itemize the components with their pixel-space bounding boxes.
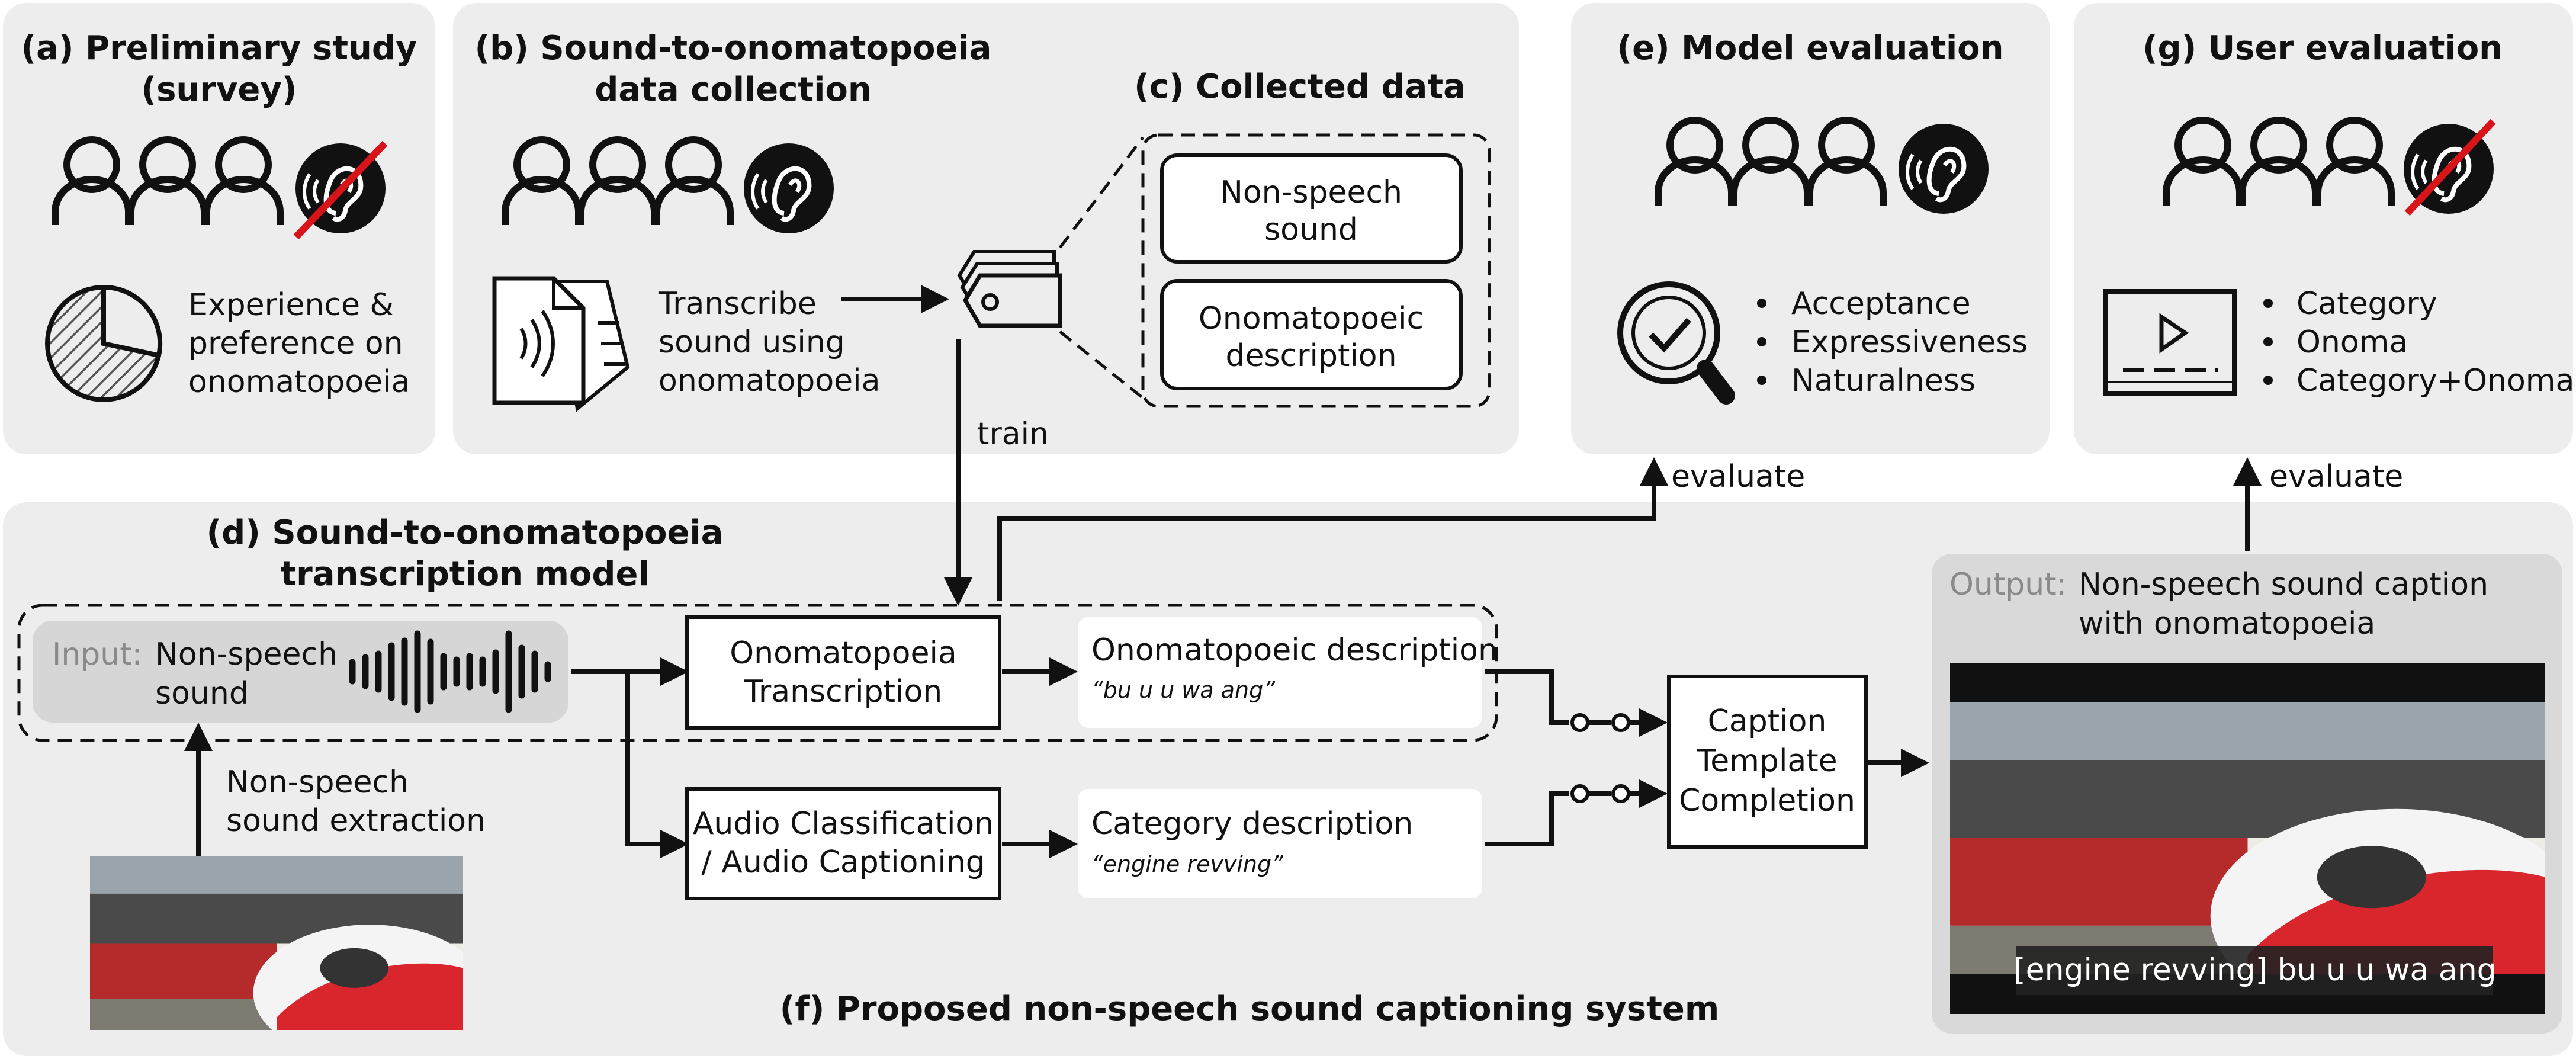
onomatopoeic-description-output xyxy=(1078,617,1482,728)
ear-icon xyxy=(1899,124,1989,214)
onoma-switch xyxy=(1485,669,1668,737)
panel-a-title-line2: (survey) xyxy=(142,70,297,109)
template-block-line3: Completion xyxy=(1679,783,1855,819)
user-condition-category: Category xyxy=(2296,286,2437,322)
eval-criterion-naturalness: Naturalness xyxy=(1791,363,1976,399)
video-player-icon xyxy=(2103,289,2237,396)
extraction-label-line1: Non-speech xyxy=(226,765,409,800)
panel-b-text-line1: Transcribe xyxy=(658,286,817,322)
input-label-line1: Non-speech xyxy=(155,637,338,672)
source-video-frame xyxy=(90,856,463,1030)
evaluate-model-arrow xyxy=(997,457,1668,601)
waveform-icon xyxy=(349,630,551,713)
audio-classification-block xyxy=(685,787,1001,900)
user-condition-category-onoma: Category+Onoma xyxy=(2296,363,2574,399)
category-description-output xyxy=(1078,789,1482,898)
extraction-label-line2: sound extraction xyxy=(226,803,486,839)
collected-box2-line2: description xyxy=(1225,338,1396,374)
panel-d-title-line1: (d) Sound-to-onomatopoeia xyxy=(207,514,724,552)
input-to-audio-arrow xyxy=(625,672,689,858)
audio-block-line2: / Audio Captioning xyxy=(701,845,985,880)
panel-b-title-line2: data collection xyxy=(595,70,871,109)
collected-box2-line1: Onomatopoeic xyxy=(1199,301,1424,336)
train-label: train xyxy=(977,416,1049,452)
collected-box1-line1: Non-speech xyxy=(1220,175,1402,210)
panel-g-background xyxy=(2074,3,2573,454)
output-label-line1: Non-speech sound caption xyxy=(2079,567,2488,602)
panel-d-title-line2: transcription model xyxy=(280,555,649,593)
deaf-ear-icon xyxy=(2404,118,2494,214)
panel-b-text-line2: sound using xyxy=(659,325,845,360)
onoma-desc-example: “bu u u wa ang” xyxy=(1091,677,1275,703)
panel-a-text-line3: onomatopoeia xyxy=(188,364,410,400)
magnifier-check-icon xyxy=(1617,281,1735,405)
collected-non-speech-sound-box xyxy=(1160,153,1463,264)
tag-icon xyxy=(957,250,1062,328)
input-sound-box xyxy=(33,621,568,723)
audio-block-line1: Audio Classification xyxy=(693,806,994,842)
deaf-ear-icon xyxy=(295,140,386,240)
category-desc-label: Category description xyxy=(1091,806,1413,842)
category-desc-example: “engine revving” xyxy=(1091,851,1283,877)
eval-criterion-acceptance: Acceptance xyxy=(1791,286,1971,322)
caption-template-completion-block xyxy=(1667,675,1868,849)
panel-e-title: (e) Model evaluation xyxy=(1617,29,2003,68)
eval-criterion-expressiveness: Expressiveness xyxy=(1791,325,2028,360)
template-block-line1: Caption xyxy=(1708,704,1827,739)
panel-f-title: (f) Proposed non-speech sound captioning… xyxy=(780,990,1719,1028)
panel-b-title-line1: (b) Sound-to-onomatopoeia xyxy=(475,29,992,68)
onoma-desc-label: Onomatopoeic description xyxy=(1091,633,1498,668)
category-switch xyxy=(1485,779,1668,846)
onoma-block-line1: Onomatopoeia xyxy=(730,636,957,671)
user-condition-onoma: Onoma xyxy=(2296,325,2408,360)
panel-e-background xyxy=(1571,3,2050,454)
input-prefix: Input: xyxy=(52,637,142,672)
input-label-line2: sound xyxy=(155,676,249,711)
onoma-block-line2: Transcription xyxy=(744,674,942,710)
collected-box1-line2: sound xyxy=(1264,212,1358,248)
panel-g-title: (g) User evaluation xyxy=(2143,29,2503,68)
panel-b-text-line3: onomatopoeia xyxy=(659,363,880,399)
evaluate-model-label: evaluate xyxy=(1671,459,1805,495)
collected-onomatopoeic-description-box xyxy=(1160,279,1463,390)
panel-a-text-line2: preference on xyxy=(188,326,403,361)
panel-a-text-line1: Experience & xyxy=(188,287,394,323)
pie-chart-icon xyxy=(45,284,163,402)
evaluate-user-label: evaluate xyxy=(2269,459,2403,495)
panel-c-title: (c) Collected data xyxy=(1134,68,1466,106)
ear-icon xyxy=(744,143,834,233)
output-prefix: Output: xyxy=(1949,567,2067,602)
onomatopoeia-transcription-block xyxy=(685,615,1001,730)
captioned-video-frame xyxy=(1950,663,2545,1014)
collected-data-group xyxy=(1141,133,1491,408)
output-caption-text: [engine revving] bu u u wa ang xyxy=(2013,952,2496,988)
document-sound-icon xyxy=(492,276,630,412)
output-label-line2: with onomatopoeia xyxy=(2079,606,2375,641)
template-block-line2: Template xyxy=(1696,743,1837,779)
panel-f-background xyxy=(3,502,2573,1056)
panel-a-title-line1: (a) Preliminary study xyxy=(21,29,417,68)
